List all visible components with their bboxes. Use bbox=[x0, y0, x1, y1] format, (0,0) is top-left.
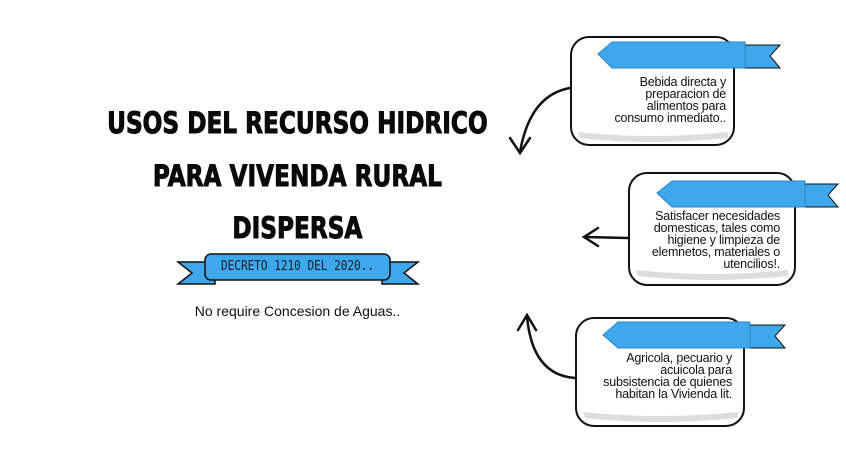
title-line-2: PARA VIVENDA RURAL bbox=[152, 159, 442, 194]
decree-ribbon bbox=[175, 253, 421, 285]
card-1-text: Bebida directa y preparacion de alimento… bbox=[614, 75, 726, 125]
card-3-text: Agricola, pecuario y acuicola para subsi… bbox=[603, 351, 732, 401]
arrow-icon-1 bbox=[508, 86, 572, 156]
title-line-1: USOS DEL RECURSO HIDRICO bbox=[107, 106, 488, 141]
decree-label: DECRETO 1210 DEL 2020.. bbox=[220, 259, 374, 274]
card-2-text: Satisfacer necesidades domesticas, tales… bbox=[651, 209, 780, 271]
arrow-icon-2 bbox=[581, 226, 630, 248]
card-2-shape bbox=[628, 172, 840, 286]
title-line-3: DISPERSA bbox=[232, 211, 363, 246]
arrow-icon-3 bbox=[516, 312, 577, 380]
card-3-shape bbox=[575, 317, 787, 427]
subtitle: No require Concesion de Aguas.. bbox=[194, 303, 401, 319]
card-1-shape bbox=[570, 36, 782, 146]
